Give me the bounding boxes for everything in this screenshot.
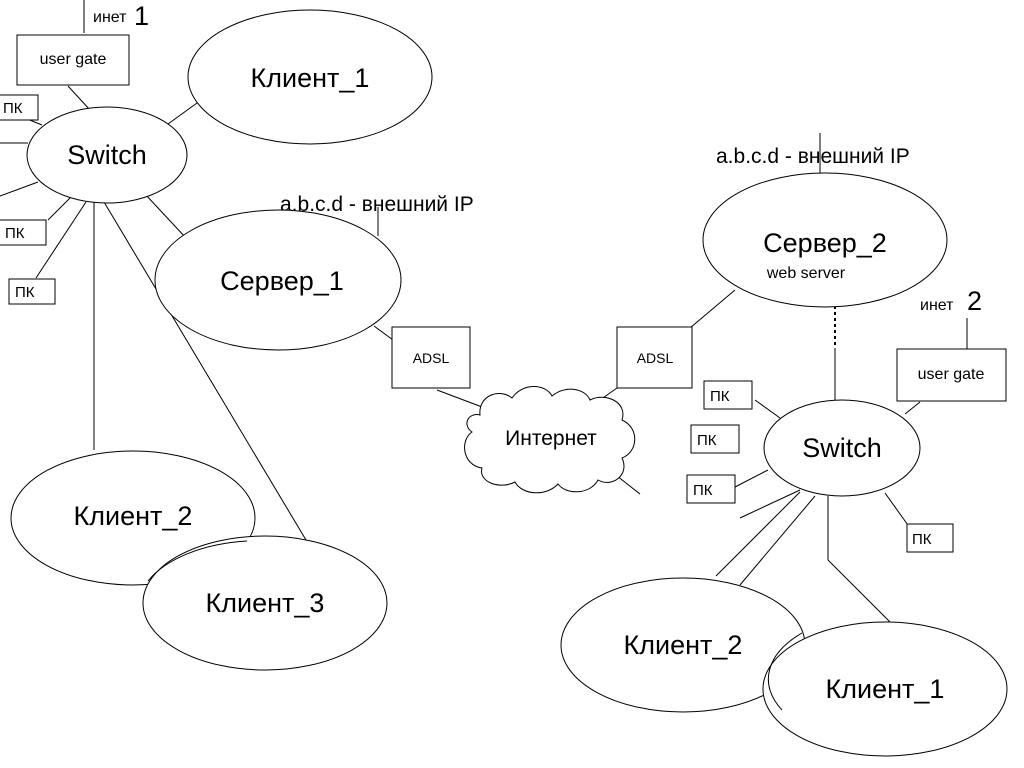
- left-server-ellipse: [154, 209, 402, 351]
- right-pc-3-box: [686, 474, 736, 504]
- right-adsl-box: [616, 326, 693, 389]
- right-pc-1-box: [703, 380, 753, 410]
- left-client-3-ellipse: [142, 535, 388, 671]
- internet-cloud-icon: [464, 386, 636, 494]
- left-pc-2-box: [0, 219, 47, 246]
- inet-1-number: 1: [134, 1, 149, 31]
- inet-2-number: 2: [967, 286, 982, 316]
- right-server-label: Сервер_2: [763, 228, 887, 258]
- right-inet: инет 2: [920, 286, 982, 316]
- right-server-note: web server: [766, 265, 846, 282]
- left-client-1-ellipse: [187, 9, 433, 145]
- right-client-1-ellipse: [762, 621, 1008, 757]
- left-client-3-label: Клиент_3: [206, 588, 325, 618]
- left-adsl-box: [391, 326, 471, 389]
- left-user-gate-label: user gate: [40, 51, 107, 68]
- left-pc-2-label: ПК: [5, 225, 25, 242]
- left-client-2-overlap-arc: [147, 540, 248, 582]
- right-pc-4-label: ПК: [912, 531, 932, 548]
- internet-label: Интернет: [505, 427, 597, 450]
- right-user-gate-box: [896, 348, 1007, 402]
- left-user-gate-box: [16, 34, 130, 86]
- right-client-2-overlap-arc: [767, 632, 803, 711]
- right-client-1-label: Клиент_1: [826, 674, 945, 704]
- left-pc-1-label: ПК: [3, 100, 23, 117]
- left-adsl-label: ADSL: [413, 350, 450, 366]
- inet-2-label: инет: [920, 297, 954, 314]
- left-external-ip: a.b.c.d - внешний IP: [280, 193, 474, 216]
- right-pc-1-label: ПК: [710, 388, 730, 405]
- right-external-ip: a.b.c.d - внешний IP: [716, 145, 910, 168]
- right-pc-4-box: [906, 523, 954, 553]
- right-switch-label: Switch: [802, 433, 882, 463]
- right-client-2-label: Клиент_2: [624, 630, 743, 660]
- left-switch-ellipse: [26, 106, 188, 204]
- left-server-label: Сервер_1: [220, 266, 344, 296]
- right-pc-3-label: ПК: [693, 482, 713, 499]
- right-user-gate-label: user gate: [918, 366, 985, 383]
- inet-1-label: инет: [93, 9, 127, 26]
- right-adsl-label: ADSL: [637, 350, 674, 366]
- left-client-2-label: Клиент_2: [74, 501, 193, 531]
- left-pc-1-box: [0, 94, 39, 121]
- right-switch-ellipse: [763, 399, 921, 497]
- right-server-ellipse: [702, 172, 948, 308]
- left-client-1-label: Клиент_1: [251, 63, 370, 93]
- left-pc-3-label: ПК: [15, 284, 35, 301]
- left-inet: инет 1: [93, 1, 149, 31]
- right-pc-2-label: ПК: [697, 432, 717, 449]
- left-switch-label: Switch: [67, 140, 147, 170]
- right-pc-2-box: [690, 424, 740, 454]
- left-pc-3-box: [8, 278, 56, 305]
